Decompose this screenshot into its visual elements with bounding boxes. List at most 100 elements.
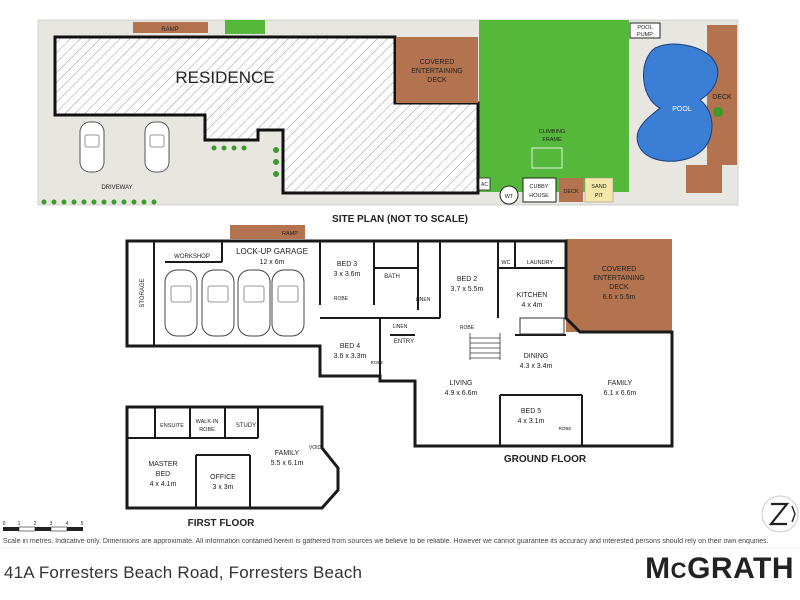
- property-address: 41A Forresters Beach Road, Forresters Be…: [4, 563, 363, 582]
- climbing-frame-box: [531, 147, 563, 169]
- bed3-robe: ROBE: [334, 296, 349, 302]
- first-floor-caption: FIRST FLOOR: [188, 518, 255, 529]
- site-plan-caption: SITE PLAN (NOT TO SCALE): [332, 214, 468, 225]
- scale-tick-2: 2: [34, 521, 37, 527]
- brand-rest: GRATH: [687, 552, 794, 585]
- site-covered-deck: [396, 37, 478, 103]
- workshop-label: WORKSHOP: [174, 254, 210, 260]
- bed2-size: 3.7 x 5.5m: [451, 286, 484, 293]
- bed4-name: BED 4: [340, 343, 360, 350]
- ground-floor-plan: RAMP: [125, 225, 674, 465]
- sand-pit-box: [584, 177, 614, 203]
- car-icon: [79, 121, 105, 173]
- gf-linen-1: LINEN: [416, 297, 431, 303]
- brand-logo: MCGRATH: [645, 552, 794, 586]
- ground-floor-caption: GROUND FLOOR: [504, 454, 587, 465]
- pool-lower-deck: [686, 165, 722, 193]
- gf-interior-walls: [153, 241, 583, 446]
- wc-label: WC: [501, 260, 510, 266]
- first-floor-plan: ENSUITE WALK-IN ROBE STUDY FAMILY 5.5 x …: [125, 405, 340, 529]
- bed5-size: 4 x 3.1m: [518, 418, 545, 425]
- disclaimer-text: Scale in metres. Indicative only. Dimens…: [3, 538, 769, 545]
- ff-family-size: 5.5 x 6.1m: [271, 460, 304, 467]
- scale-tick-1: 1: [18, 521, 21, 527]
- gf-stairs: [469, 333, 501, 360]
- gf-deck-line2: ENTERTAINING: [593, 275, 644, 282]
- gf-deck-line3: DECK: [609, 284, 629, 291]
- gf-ramp: [230, 225, 305, 239]
- site-covered-deck-line1: COVERED: [420, 59, 455, 66]
- study-label: STUDY: [236, 423, 256, 429]
- pool-shape: [636, 43, 719, 162]
- climbing-line1: CLIMBING: [539, 129, 566, 135]
- storage-label: STORAGE: [140, 278, 146, 307]
- ac-label: AC: [481, 182, 488, 188]
- bed5-name: BED 5: [521, 408, 541, 415]
- sand-pit-line2: PIT: [595, 193, 604, 199]
- brand-m: M: [645, 552, 671, 585]
- pool-deck: [707, 25, 737, 165]
- walkin-line2: ROBE: [199, 427, 215, 433]
- site-plan: COVERED ENTERTAINING DECK RESIDENCE RAMP…: [37, 19, 739, 225]
- office-size: 3 x 3m: [212, 484, 233, 491]
- void-label: VOID: [309, 445, 322, 451]
- scale-tick-4: 4: [66, 521, 69, 527]
- bed2-robe: ROBE: [460, 325, 475, 331]
- ensuite-label: ENSUITE: [160, 423, 184, 429]
- driveway-label: DRIVEWAY: [101, 185, 132, 191]
- north-arrow-icon: [761, 495, 799, 533]
- site-ramp: [133, 22, 208, 33]
- kitchen-bench: [519, 317, 565, 335]
- kitchen-size: 4 x 4m: [521, 302, 542, 309]
- lawn-strip-top: [225, 20, 265, 34]
- car-icon: [144, 121, 170, 173]
- small-deck-box: [559, 178, 583, 202]
- brand-c: C: [670, 558, 688, 583]
- site-covered-deck-line2: ENTERTAINING: [411, 68, 462, 75]
- walkin-line1: WALK-IN: [196, 419, 219, 425]
- site-covered-deck-line3: DECK: [427, 77, 447, 84]
- dining-name: DINING: [524, 353, 549, 360]
- small-deck-label: DECK: [563, 189, 579, 195]
- residence-outline: [53, 35, 480, 195]
- bath-label: BATH: [384, 274, 400, 280]
- gf-linen-2: LINEN: [393, 324, 408, 330]
- ac-box: [478, 177, 491, 191]
- master-size: 4 x 4.1m: [150, 481, 177, 488]
- bed2-name: BED 2: [457, 276, 477, 283]
- climbing-line2: FRAME: [542, 137, 562, 143]
- office-name: OFFICE: [210, 474, 236, 481]
- residence-label: RESIDENCE: [175, 68, 274, 87]
- scale-tick-0: 0: [3, 521, 6, 527]
- bed4-robe: ROBE: [371, 360, 384, 365]
- bed5-robe: ROBE: [559, 426, 572, 431]
- water-tank-icon: [499, 185, 519, 205]
- bed3-size: 3 x 3.6m: [334, 271, 361, 278]
- ff-interior-walls: [127, 407, 259, 508]
- pool-deck-label: DECK: [712, 94, 732, 101]
- pool-pump-line2: PUMP: [637, 32, 653, 38]
- scale-bar: 0 1 2 3 4 5: [3, 521, 84, 532]
- lawn-area: [479, 20, 629, 192]
- site-ramp-label: RAMP: [161, 27, 178, 33]
- cubby-line2: HOUSE: [529, 193, 549, 199]
- ff-outer-wall: [125, 405, 340, 510]
- bed4-size: 3.6 x 3.3m: [334, 353, 367, 360]
- dining-size: 4.3 x 3.4m: [520, 363, 553, 370]
- scale-tick-3: 3: [50, 521, 53, 527]
- pool-label: POOL: [672, 106, 692, 113]
- scale-tick-5: 5: [81, 521, 84, 527]
- tree-icon: [713, 107, 723, 117]
- family-size: 6.1 x 6.6m: [604, 390, 637, 397]
- living-name: LIVING: [450, 380, 473, 387]
- garage-car-windows: [170, 285, 299, 303]
- shrub-row: [41, 145, 279, 205]
- living-size: 4.9 x 6.6m: [445, 390, 478, 397]
- garage-size: 12 x 6m: [260, 259, 285, 266]
- pool-pump-box: [629, 22, 661, 39]
- cubby-house-box: [522, 177, 557, 203]
- pool-pump-line1: POOL: [637, 25, 652, 31]
- family-name: FAMILY: [608, 380, 633, 387]
- laundry-label: LAUNDRY: [527, 260, 554, 266]
